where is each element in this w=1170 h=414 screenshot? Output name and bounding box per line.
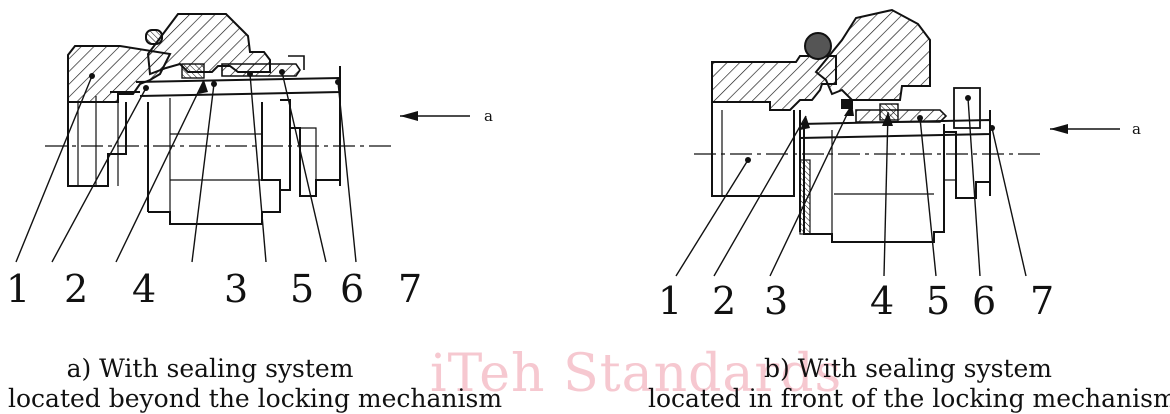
watermark: iTeh Standards: [430, 344, 843, 404]
figure-a-leaders: [15, 71, 357, 263]
figure-b-callout-4: 4: [870, 279, 894, 323]
figure-b-callout-2: 2: [712, 279, 736, 323]
figure-a-spring: [181, 63, 205, 79]
figure-b-body-part1: [711, 55, 837, 111]
figure-a-callout-7: 7: [398, 267, 422, 311]
figure-a-callout-3: 3: [224, 267, 248, 311]
figure-b-leaders: [675, 97, 1027, 277]
figure-b-callout-3: 3: [764, 279, 788, 323]
figure-b-housing: [814, 8, 931, 101]
figure-b-arrow-label: a: [1132, 120, 1141, 138]
figure-b-callout-7: 7: [1030, 279, 1054, 323]
figure-b-callout-5: 5: [926, 279, 950, 323]
figure-a-caption: a) With sealing system located beyond th…: [8, 354, 503, 414]
figure-a-callout-6: 6: [340, 267, 364, 311]
figure-a-caption-line1: a) With sealing system: [66, 354, 354, 383]
figure-a-arrow-label: a: [484, 107, 493, 125]
figure-a-caption-line2: located beyond the locking mechanism: [8, 384, 503, 413]
figure-a-callout-4: 4: [132, 267, 156, 311]
figure-b-caption-line1: b) With sealing system: [764, 354, 1052, 383]
figure-a-callout-5: 5: [290, 267, 314, 311]
figure-a-drawing: [45, 13, 470, 225]
figure-a-callout-1: 1: [6, 267, 30, 311]
figure-a-oring: [145, 29, 163, 45]
figure-b-drawing: [694, 8, 1120, 243]
figure-b-callout-1: 1: [658, 279, 682, 323]
figure-a-callout-2: 2: [64, 267, 88, 311]
figure-b-caption: b) With sealing system located in front …: [648, 354, 1170, 414]
figure-b-caption-line2: located in front of the locking mechanis…: [648, 384, 1170, 413]
figure-b-oring: [804, 32, 832, 60]
figure-b-callout-6: 6: [972, 279, 996, 323]
